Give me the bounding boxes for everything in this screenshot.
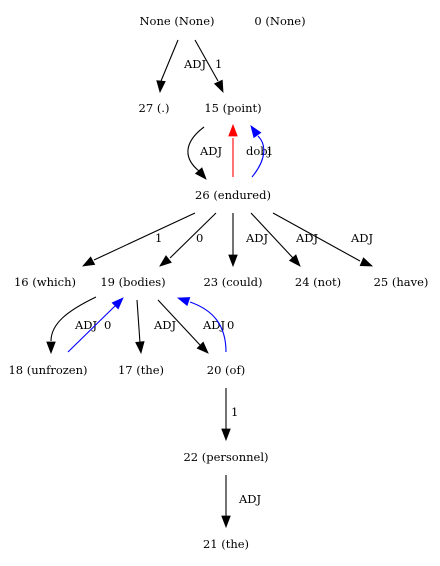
arrowhead-icon	[46, 341, 56, 355]
edge-19-17: ADJ	[135, 299, 177, 355]
arrowhead-icon	[228, 254, 238, 268]
edge-line	[272, 212, 361, 262]
edge-label: ADJ	[74, 318, 98, 332]
arrowhead-icon	[213, 79, 224, 94]
arrowhead-icon	[250, 125, 262, 139]
edge-15-26: ADJ	[187, 126, 223, 180]
edge-20-22: 1	[221, 388, 238, 442]
node-15: 15 (point)	[204, 101, 261, 115]
edge-26-23: ADJ	[228, 213, 269, 268]
node-27: 27 (.)	[139, 101, 170, 115]
edge-line	[50, 296, 97, 342]
node-one: None (None)	[139, 14, 214, 28]
arrowhead-icon	[221, 515, 231, 529]
node-0: 0 (None)	[254, 14, 305, 28]
edge-line	[93, 212, 196, 261]
node-24: 24 (not)	[295, 275, 341, 289]
arrowhead-icon	[159, 255, 172, 267]
arrowhead-icon	[228, 123, 238, 137]
edge-label: ADJ	[153, 318, 177, 332]
arrowhead-icon	[156, 80, 166, 94]
arrowhead-icon	[221, 428, 231, 442]
edge-label: 0	[104, 318, 111, 332]
edge-label: ADJ	[350, 231, 374, 245]
edge-none-15: 1	[194, 39, 224, 94]
edge-label: ADJ	[238, 492, 262, 506]
arrowhead-icon	[288, 254, 301, 267]
node-20: 20 (of)	[207, 363, 245, 377]
edge-18-19: 0	[67, 297, 124, 353]
edge-line	[169, 212, 217, 259]
node-26: 26 (endured)	[195, 188, 271, 202]
edge-line	[136, 299, 141, 344]
edge-label: 0	[196, 231, 203, 245]
arrowhead-icon	[196, 341, 209, 354]
arrowhead-icon	[82, 256, 96, 267]
node-18: 18 (unfrozen)	[8, 363, 87, 377]
edge-26-15-1: 1	[250, 125, 273, 178]
arrowhead-icon	[111, 297, 124, 310]
arrowhead-icon	[359, 257, 374, 267]
node-layer: None (None) 0 (None) 27 (.) 15 (point) 26 (e…	[8, 14, 428, 551]
edge-line	[250, 212, 294, 259]
edge-label: ADJ	[295, 231, 319, 245]
edge-label: ADJ	[183, 57, 207, 71]
arrowhead-icon	[194, 167, 207, 180]
edge-19-20: ADJ	[157, 299, 226, 354]
edge-label: dobj	[246, 144, 271, 158]
edge-26-15-dobj: dobj	[228, 123, 271, 177]
edge-none-27: ADJ	[156, 39, 207, 94]
node-21: 21 (the)	[203, 537, 249, 551]
arrowhead-icon	[176, 297, 191, 307]
edge-label: 1	[215, 57, 222, 71]
edge-line	[251, 135, 265, 178]
edge-20-19: 0	[176, 297, 234, 353]
edge-label: ADJ	[245, 231, 269, 245]
node-19: 19 (bodies)	[100, 275, 165, 289]
edge-19-18: ADJ	[46, 296, 98, 355]
edge-label: 1	[266, 144, 273, 158]
node-17: 17 (the)	[118, 363, 164, 377]
edge-line	[187, 126, 205, 172]
edge-label: ADJ	[199, 144, 223, 158]
edge-26-19: 0	[159, 212, 217, 267]
edge-line	[160, 39, 179, 82]
edge-line	[157, 299, 201, 346]
node-23: 23 (could)	[203, 275, 262, 289]
edge-26-16: 1	[82, 212, 196, 267]
arrowhead-icon	[135, 341, 145, 355]
edge-label: 1	[231, 405, 238, 419]
edge-label: 0	[227, 318, 234, 332]
edge-22-21: ADJ	[221, 475, 262, 529]
node-22: 22 (personnel)	[183, 450, 268, 464]
node-25: 25 (have)	[374, 275, 429, 289]
edge-26-25: ADJ	[272, 212, 374, 267]
edge-line	[189, 301, 227, 353]
edge-label: 1	[155, 231, 162, 245]
edge-line	[67, 305, 116, 353]
node-16: 16 (which)	[14, 275, 76, 289]
edge-line	[194, 39, 219, 82]
edge-label: ADJ	[202, 318, 226, 332]
